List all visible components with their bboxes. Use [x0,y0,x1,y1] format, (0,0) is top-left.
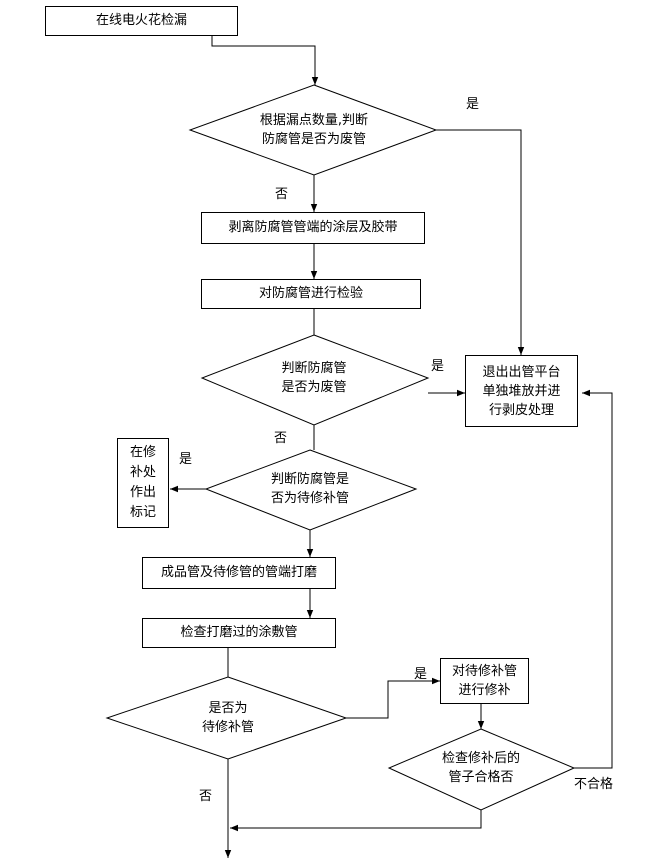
exit-platform-text: 退出出管平台 单独堆放并进 行剥皮处理 [482,364,561,418]
strip-coating-text: 剥离防腐管管端的涂层及胶带 [228,220,398,235]
inspect-pipe-box: 对防腐管进行检验 [201,279,421,309]
strip-coating-box: 剥离防腐管管端的涂层及胶带 [201,212,425,244]
connector-start-d1 [211,36,319,85]
connector-d4-yes [346,677,440,719]
check-ground-text: 检查打磨过的涂敷管 [180,625,298,640]
decision-diamond-d3 [204,449,418,531]
connector-d1-yes [436,129,525,355]
label-d1-no: 否 [275,187,289,202]
start-box-text: 在线电火花检漏 [95,13,187,28]
mark-repair-box: 在修 补处 作出 标记 [117,438,169,528]
decision-diamond-d2 [200,334,430,426]
connector-d5-fail [574,389,613,769]
label-d4-no: 否 [199,789,213,804]
label-d1-yes: 是 [466,97,480,112]
label-d4-yes: 是 [414,667,428,682]
label-d5-fail: 不合格 [574,777,614,792]
decision-diamond-d5 [387,728,576,811]
label-d2-no: 否 [274,431,288,446]
exit-platform-box: 退出出管平台 单独堆放并进 行剥皮处理 [465,355,578,427]
repair-text: 对待修补管 进行修补 [451,664,517,698]
decision-d2-text: 判断防腐管 是否为废管 [281,361,347,395]
decision-d3-text: 判断防腐管是 否为待修补管 [270,472,350,506]
grind-ends-box: 成品管及待修管的管端打磨 [142,557,336,589]
start-box: 在线电火花检漏 [45,6,238,36]
connector-d5-pass [230,810,482,832]
label-d3-yes: 是 [179,452,193,467]
decision-diamond-d1 [188,84,438,176]
mark-repair-text: 在修 补处 作出 标记 [129,445,156,520]
inspect-pipe-text: 对防腐管进行检验 [258,286,363,301]
decision-d1-text: 根据漏点数量,判断 防腐管是否为废管 [259,113,369,147]
repair-box: 对待修补管 进行修补 [440,658,529,704]
decision-d5-text: 检查修补后的 管子合格否 [441,751,521,785]
grind-ends-text: 成品管及待修管的管端打磨 [160,565,317,580]
check-ground-box: 检查打磨过的涂敷管 [142,618,336,648]
label-d2-yes: 是 [431,359,445,374]
decision-diamond-d4 [105,676,348,760]
decision-d4-text: 是否为 待修补管 [201,701,255,735]
